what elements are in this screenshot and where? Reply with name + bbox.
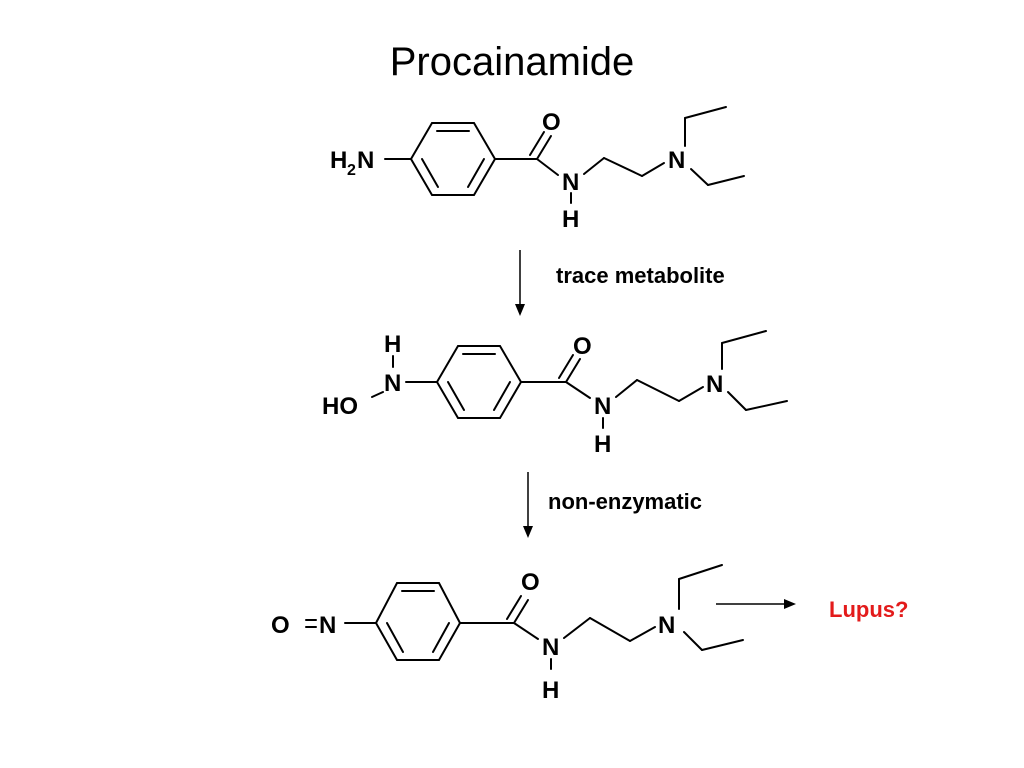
molecule-atoms: H N HO O N H N [322, 331, 723, 458]
atom-h-hydroxylamine: H [384, 331, 401, 358]
step-2-label: non-enzymatic [548, 489, 702, 514]
molecule-bonds [305, 564, 744, 670]
step-1-label: trace metabolite [556, 263, 725, 288]
molecule-bonds [371, 330, 788, 429]
atom-n-diethylamine: N [706, 371, 723, 398]
atom-n-diethylamine: N [668, 147, 685, 174]
atom-n-amine: N [357, 147, 374, 174]
molecule-atoms: H 2 N O N H N [330, 109, 685, 233]
arrow-step-1 [515, 250, 525, 316]
atom-h-amide: H [542, 677, 559, 704]
molecule-bonds [384, 106, 745, 204]
atom-n-hydroxylamine: N [384, 370, 401, 397]
molecule-procainamide: H 2 N O N H N [330, 106, 745, 233]
atom-n-nitroso: N [319, 612, 336, 639]
atom-ho: HO [322, 393, 358, 420]
atom-h-amide: H [562, 206, 579, 233]
arrow-step-2 [523, 472, 533, 538]
atom-n-amide: N [542, 634, 559, 661]
atom-h-amide: H [594, 431, 611, 458]
atom-o-nitroso: O [271, 612, 290, 639]
atom-subscript-2: 2 [347, 162, 356, 179]
atom-o-carbonyl: O [521, 569, 540, 596]
atom-h: H [330, 147, 347, 174]
atom-o-carbonyl: O [573, 333, 592, 360]
slide-title: Procainamide [389, 40, 635, 84]
molecule-atoms: O N O N H N [271, 569, 675, 704]
atom-n-diethylamine: N [658, 612, 675, 639]
atom-n-amide: N [594, 393, 611, 420]
molecule-hydroxylamine-metabolite: H N HO O N H N [322, 330, 788, 458]
arrow-to-outcome [716, 599, 796, 609]
outcome-label: Lupus? [829, 597, 908, 622]
atom-n-amide: N [562, 169, 579, 196]
atom-o-carbonyl: O [542, 109, 561, 136]
molecule-nitroso-metabolite: O N O N H N [271, 564, 744, 704]
